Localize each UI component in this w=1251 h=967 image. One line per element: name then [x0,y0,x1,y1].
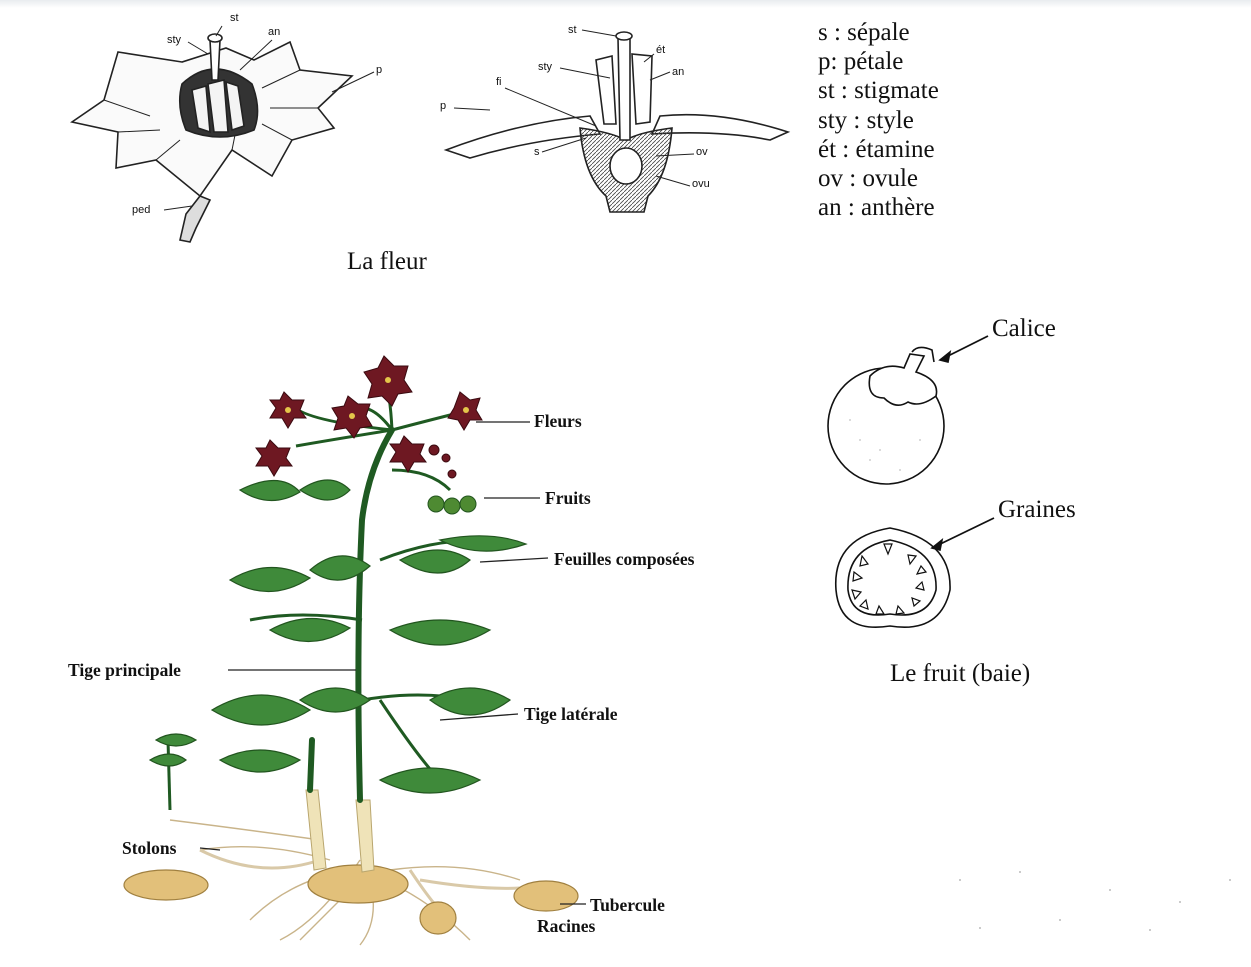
flower-section-drawing [446,30,788,212]
flower-label-st: st [230,12,239,24]
potato-plant-drawing [124,356,586,945]
fruit-label-graines: Graines [998,496,1076,524]
plant-label-tubercule: Tubercule [590,895,665,916]
plant-label-feuilles: Feuilles composées [554,549,694,570]
plant-label-stolons: Stolons [122,838,176,859]
section-label-fi: fi [496,76,502,88]
fruit-label-calice: Calice [992,315,1056,343]
plant-label-racines: Racines [537,916,595,937]
flower-label-p: p [376,64,382,76]
section-label-p: p [440,100,446,112]
section-label-sty: sty [538,61,552,73]
legend-item: p: pétale [818,47,939,76]
flower-external-drawing [72,26,374,242]
section-label-ovu: ovu [692,178,710,190]
scan-noise [959,871,1231,931]
flower-caption: La fleur [347,248,427,276]
flower-label-sty: sty [167,34,181,46]
berry-section-drawing [836,518,994,627]
section-label-st: st [568,24,577,36]
flower-label-an: an [268,26,280,38]
fruit-caption: Le fruit (baie) [890,660,1030,688]
legend-item: s : sépale [818,18,939,47]
plant-label-fruits: Fruits [545,488,591,509]
plant-label-tige-principale: Tige principale [68,660,181,681]
section-label-an: an [672,66,684,78]
berry-whole-drawing [828,336,988,484]
legend-item: sty : style [818,106,939,135]
flower-legend: s : sépale p: pétale st : stigmate sty :… [818,18,939,222]
section-label-s: s [534,146,540,158]
legend-item: an : anthère [818,193,939,222]
section-label-ov: ov [696,146,708,158]
plant-label-tige-laterale: Tige latérale [524,704,617,725]
legend-item: ov : ovule [818,164,939,193]
section-label-et: ét [656,44,665,56]
plant-label-fleurs: Fleurs [534,411,582,432]
flower-label-ped: ped [132,204,150,216]
legend-item: ét : étamine [818,135,939,164]
legend-item: st : stigmate [818,76,939,105]
